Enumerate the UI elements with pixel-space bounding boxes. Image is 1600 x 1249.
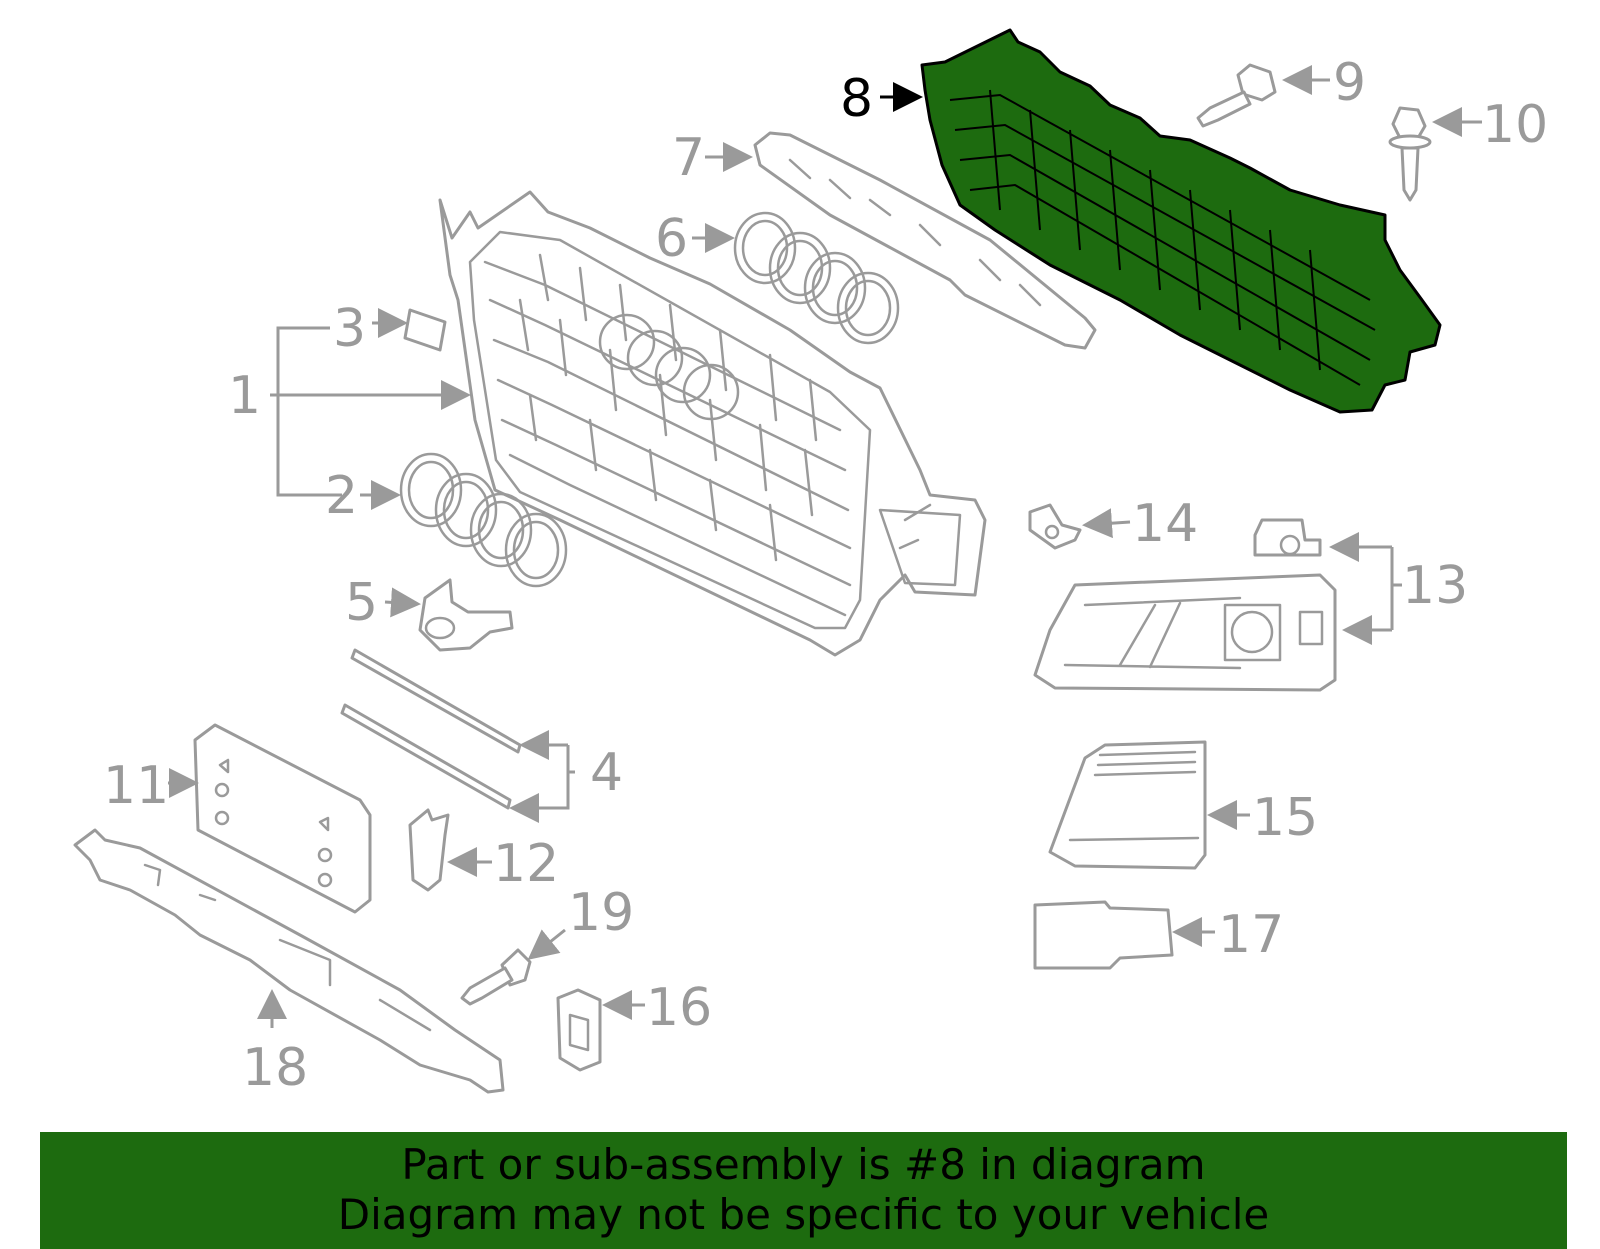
callout-9: 9 — [1333, 53, 1366, 113]
part-9-bolt[interactable] — [1196, 63, 1277, 128]
leader-lines — [168, 65, 1482, 1028]
callout-1: 1 — [228, 366, 261, 426]
callout-12: 12 — [493, 834, 559, 894]
part-7-bracket-strip[interactable] — [753, 131, 1097, 350]
part-5-bracket[interactable] — [418, 578, 514, 652]
callout-labels: 1 2 3 4 5 6 7 8 9 10 11 12 13 14 15 16 1… — [103, 53, 1548, 1098]
callout-14: 14 — [1132, 494, 1198, 554]
part-4-trim-strips[interactable] — [340, 648, 522, 810]
callout-16: 16 — [646, 978, 712, 1038]
part-3-badge[interactable] — [403, 308, 447, 352]
callout-18: 18 — [242, 1038, 308, 1098]
part-15-bracket[interactable] — [1048, 740, 1207, 870]
parts-diagram: 1 2 3 4 5 6 7 8 9 10 11 12 13 14 15 16 1… — [73, 28, 1548, 1098]
callout-19: 19 — [568, 883, 634, 943]
part-2-rings[interactable] — [399, 452, 568, 588]
part-6-emblem[interactable] — [733, 211, 900, 345]
callout-13: 13 — [1402, 556, 1468, 616]
part-1-grille[interactable] — [438, 190, 987, 657]
part-10-bolt[interactable] — [1388, 106, 1432, 202]
banner-line-2: Diagram may not be specific to your vehi… — [337, 1190, 1270, 1239]
part-8-grille-insert[interactable] — [920, 28, 1442, 414]
callout-17: 17 — [1218, 905, 1284, 965]
callout-15: 15 — [1252, 788, 1318, 848]
part-12-clip[interactable] — [408, 808, 450, 892]
banner-line-1: Part or sub-assembly is #8 in diagram — [401, 1140, 1206, 1189]
callout-2: 2 — [325, 466, 358, 526]
callout-7: 7 — [672, 128, 705, 188]
part-14-clip[interactable] — [1028, 503, 1082, 550]
part-18-beam[interactable] — [73, 828, 505, 1094]
part-13-side-grille[interactable] — [1033, 518, 1337, 692]
callout-10: 10 — [1482, 95, 1548, 155]
callout-3: 3 — [333, 299, 366, 359]
info-banner: Part or sub-assembly is #8 in diagram Di… — [40, 1132, 1567, 1249]
part-16-bracket[interactable] — [556, 988, 602, 1072]
callout-5: 5 — [345, 573, 378, 633]
callout-11: 11 — [103, 756, 169, 816]
part-19-screw[interactable] — [460, 948, 532, 1006]
callout-4: 4 — [590, 743, 623, 803]
callout-8: 8 — [840, 69, 873, 129]
part-17-panel[interactable] — [1033, 900, 1174, 970]
callout-6: 6 — [655, 209, 688, 269]
part-11-plate-bracket[interactable] — [193, 723, 372, 914]
